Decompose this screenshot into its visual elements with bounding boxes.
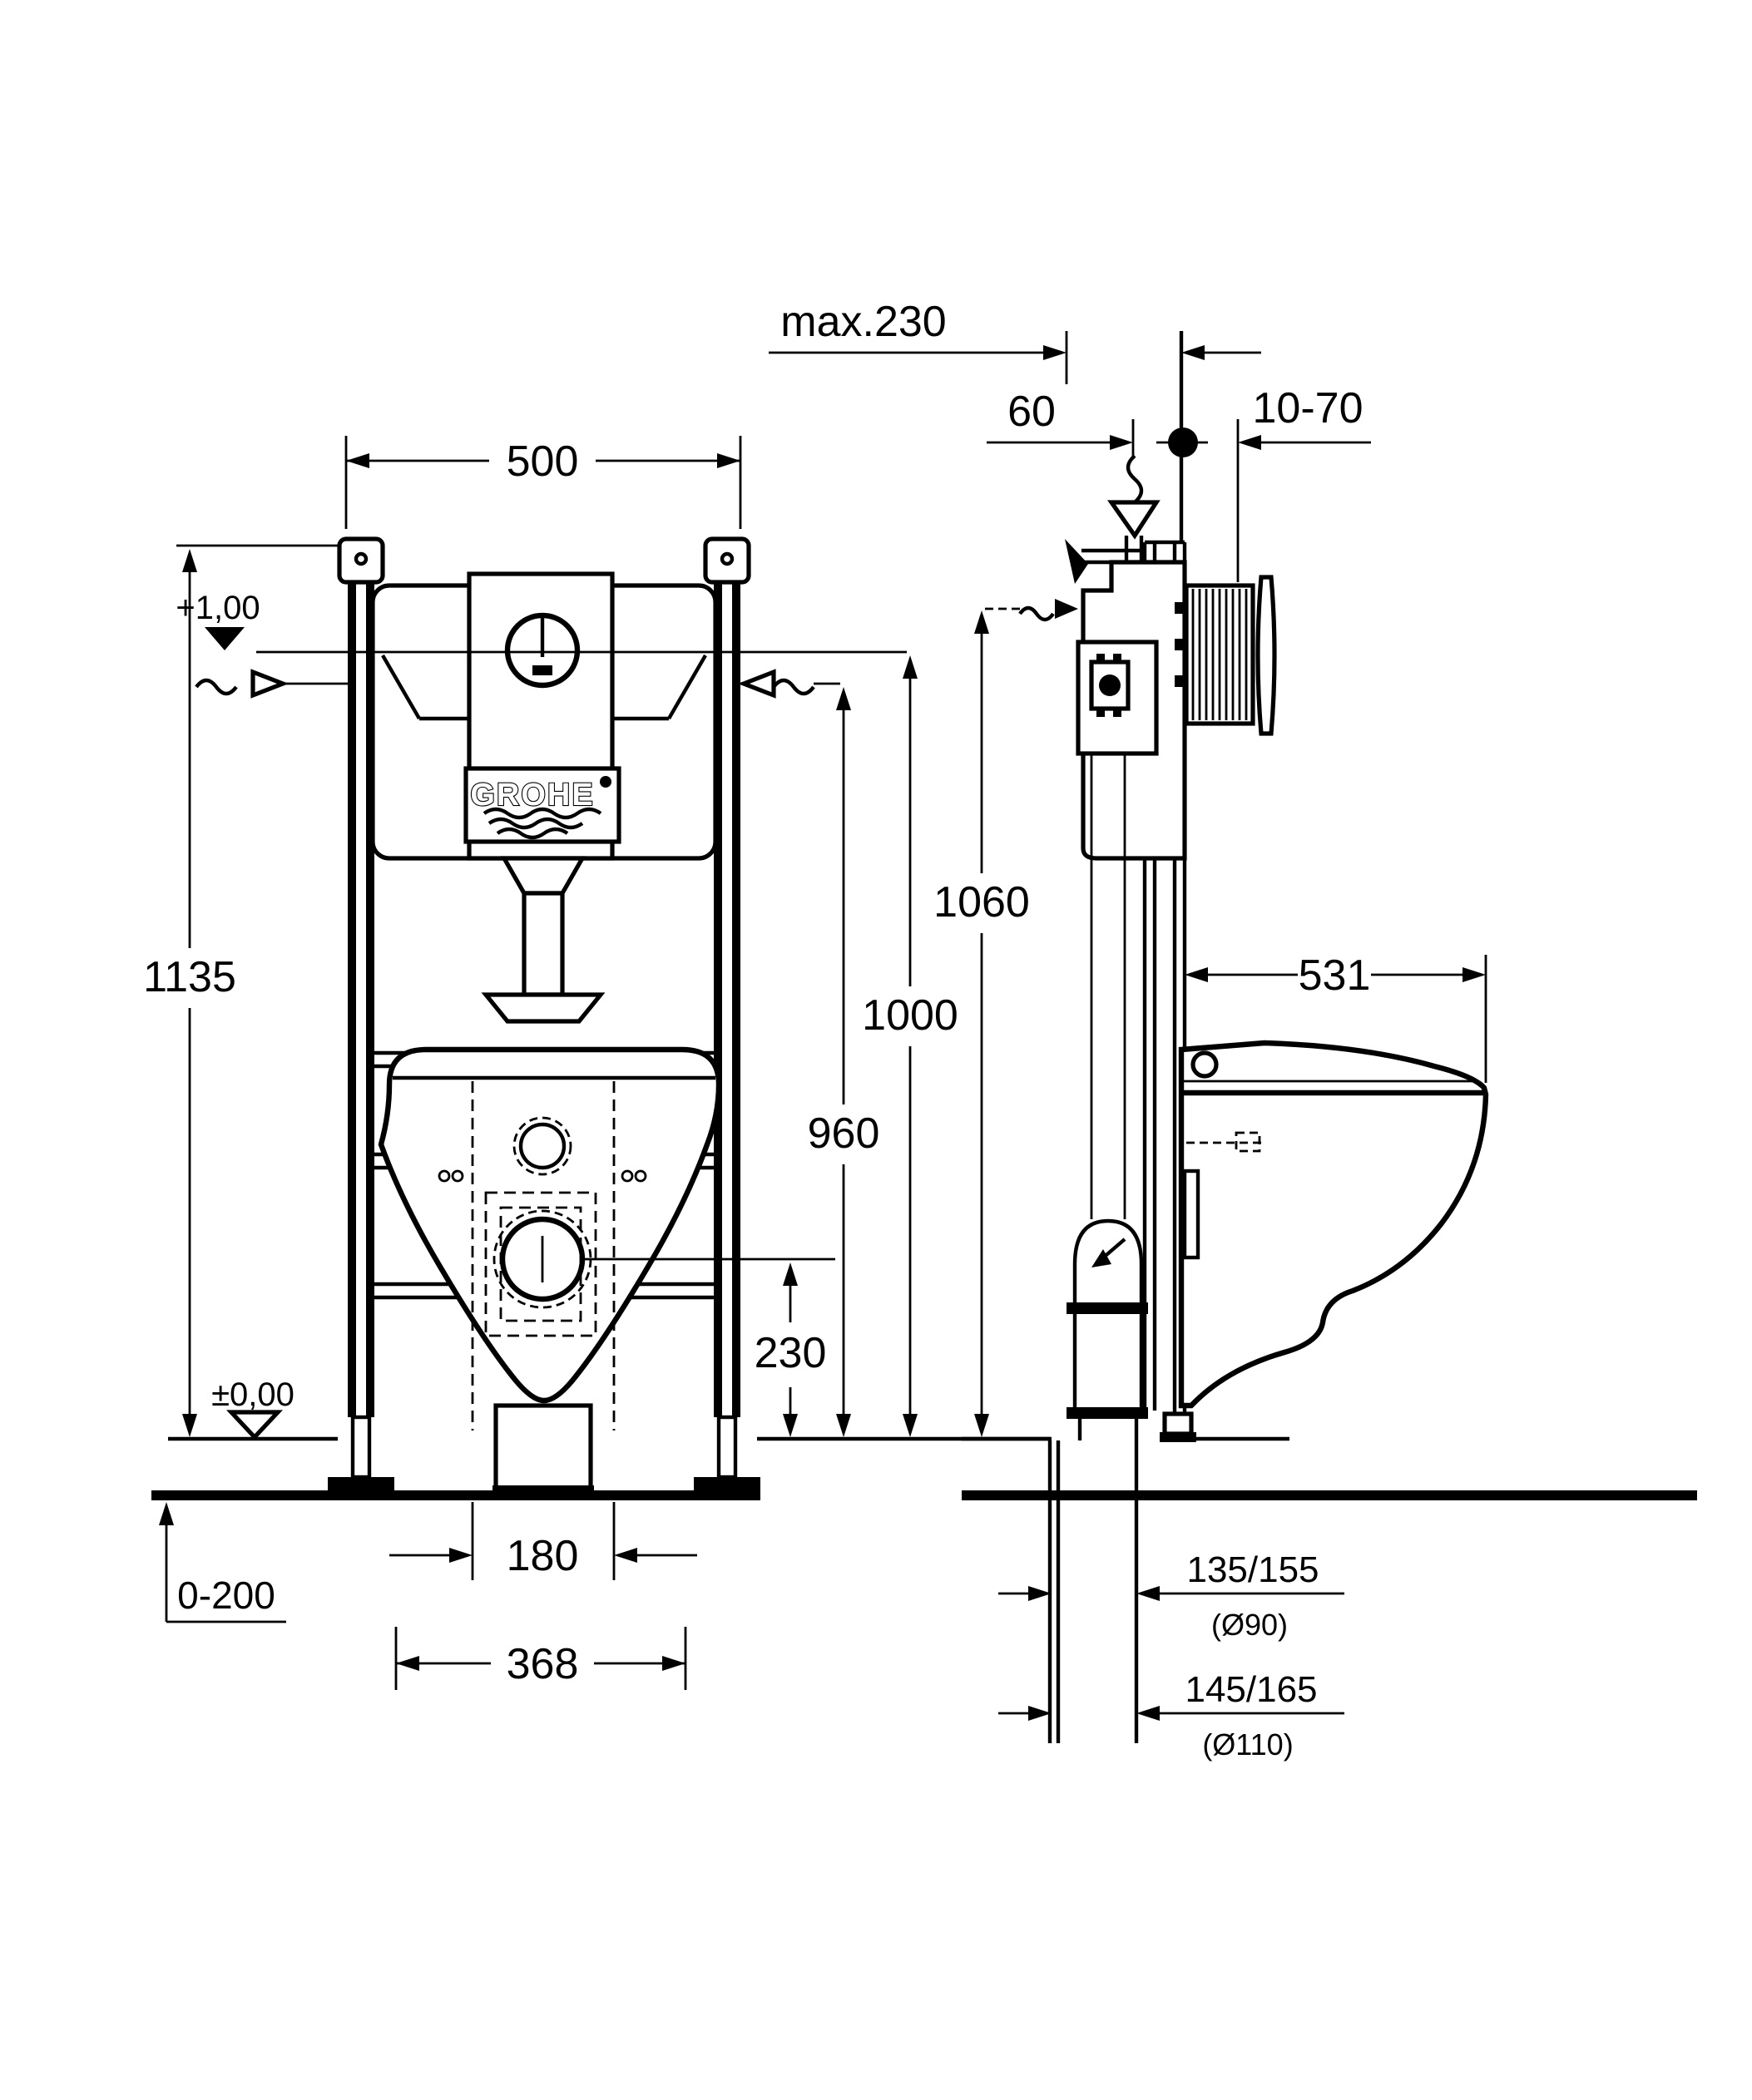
arrow-up-icon (783, 1262, 798, 1286)
actuator-button-icon (1099, 674, 1121, 696)
reference-dot-icon (1168, 427, 1198, 457)
dim-finish-thickness: 10-70 (1238, 384, 1371, 450)
toilet-side-profile (1178, 1040, 1489, 1409)
dim-level-height-1000: 1000 (862, 655, 958, 1437)
arrow-left-icon (1136, 1706, 1160, 1721)
dim-outlet-spacing-180: 180 (389, 1502, 697, 1580)
dimension-label-max-depth: max.230 (780, 298, 946, 346)
arrow-right-icon (717, 453, 740, 468)
arrow-down-icon (974, 1414, 989, 1437)
mount-hole-icon (720, 551, 735, 566)
flow-arrow-icon (1091, 1249, 1111, 1267)
dimension-label-height: 1135 (143, 953, 236, 1001)
side-view: max.230 60 10-70 531 (769, 298, 1697, 1762)
mount-hole-icon (354, 551, 369, 566)
foot-plate (694, 1477, 760, 1490)
arrow-down-icon (783, 1414, 798, 1437)
dimension-label-base-width: 368 (507, 1640, 579, 1688)
flush-connection-icon (512, 1116, 572, 1176)
level-triangle-icon (205, 627, 245, 650)
outlet-connection (484, 1191, 835, 1337)
drain-pipe (1047, 1440, 1139, 1743)
arrow-down-icon (836, 1414, 851, 1437)
arrow-right-icon (662, 1656, 685, 1671)
arrow-left-icon (614, 1548, 637, 1563)
arrow-up-icon (159, 1502, 174, 1525)
arrow-left-icon (1185, 967, 1208, 982)
level-triangle-icon (226, 1410, 283, 1440)
dim-flush-offset-60: 60 (987, 388, 1208, 457)
flush-inlet-funnel-icon (1107, 419, 1161, 562)
arrow-left-icon (1238, 435, 1261, 450)
frame-rail-left (328, 536, 394, 1490)
arrow-up-icon (836, 687, 851, 710)
dimension-label-drain-90-dia: (Ø90) (1211, 1608, 1288, 1642)
arrow-up-icon (903, 655, 918, 679)
dimension-label-drain-110: 145/165 (1185, 1669, 1317, 1710)
level-mark-upper: +1,00 (176, 590, 260, 650)
dimension-label-width: 500 (507, 437, 579, 486)
dimension-label-bowl-depth: 531 (1299, 951, 1371, 1000)
level-label-floor: ±0,00 (211, 1376, 294, 1413)
dimension-label-finish-thickness: 10-70 (1253, 384, 1363, 432)
dim-base-width-368: 368 (394, 1627, 687, 1690)
arrow-right-icon (1110, 435, 1133, 450)
dimension-label-foot-adjust: 0-200 (177, 1574, 275, 1617)
arrow-up-icon (182, 549, 197, 572)
dimension-label-outlet-spacing: 180 (507, 1532, 579, 1580)
dim-drain-110: 145/165 (Ø110) (998, 1669, 1344, 1762)
dim-outlet-height-230: 230 (755, 1262, 827, 1437)
level-label-upper: +1,00 (176, 590, 260, 626)
dim-bowl-depth-531: 531 (1185, 951, 1487, 1083)
dimension-label-level-height: 1000 (862, 991, 958, 1040)
dimension-label-drain-110-dia: (Ø110) (1202, 1727, 1293, 1762)
arrow-left-icon (396, 1656, 419, 1671)
arrow-left-icon (346, 453, 369, 468)
dim-max-depth: max.230 (769, 298, 1261, 384)
water-supply-side-icon (985, 599, 1078, 622)
arrow-left-icon (1136, 1586, 1160, 1601)
toilet-bowl-front (378, 1046, 722, 1404)
arrow-down-icon (903, 1414, 918, 1437)
arrow-up-icon (974, 610, 989, 634)
dim-width-500: 500 (344, 436, 742, 529)
foot-plate (1160, 1432, 1196, 1442)
logo-dot-icon (600, 776, 611, 788)
dim-height-1135: 1135 (143, 549, 236, 1437)
actuation-plate-side (1255, 575, 1277, 736)
dimension-label-pipe-height: 1060 (933, 878, 1030, 926)
dimension-label-flush-offset: 60 (1007, 388, 1056, 436)
arrow-down-icon (182, 1414, 197, 1437)
dimension-label-supply-height: 960 (808, 1109, 880, 1158)
seat-hinge-icon (1190, 1050, 1219, 1079)
frame-rail-right (694, 536, 760, 1490)
water-supply-left-icon (195, 669, 348, 699)
flush-pipe-front (481, 856, 606, 1024)
arrow-right-icon (1462, 967, 1486, 982)
dim-foot-adjust: 0-200 (159, 1502, 286, 1623)
arrow-right-icon (1043, 345, 1067, 360)
water-supply-right-icon (737, 669, 840, 699)
front-view: 500 (143, 436, 1052, 1690)
arrow-right-icon (449, 1548, 473, 1563)
grohe-logo: GROHE (463, 766, 621, 844)
dimension-label-outlet-height: 230 (755, 1329, 827, 1377)
cistern-side-profile (1076, 560, 1187, 1219)
arrow-right-icon (1028, 1586, 1052, 1601)
dimension-label-drain-90: 135/155 (1186, 1549, 1319, 1590)
arrow-right-icon (1028, 1706, 1052, 1721)
level-mark-floor: ±0,00 (211, 1376, 294, 1440)
mounting-bolts (438, 1169, 647, 1183)
foot-plate (328, 1477, 394, 1490)
actuator-rod-housing (1175, 583, 1255, 726)
outlet-elbow-side (1067, 1218, 1148, 1440)
brand-label: GROHE (470, 778, 594, 813)
dim-pipe-height-1060: 1060 (933, 610, 1030, 1437)
outlet-casing (492, 1403, 594, 1495)
dim-drain-90: 135/155 (Ø90) (998, 1549, 1344, 1642)
arrow-left-icon (1181, 345, 1205, 360)
dim-supply-height-960: 960 (808, 687, 880, 1437)
inspection-port-icon (504, 612, 581, 689)
